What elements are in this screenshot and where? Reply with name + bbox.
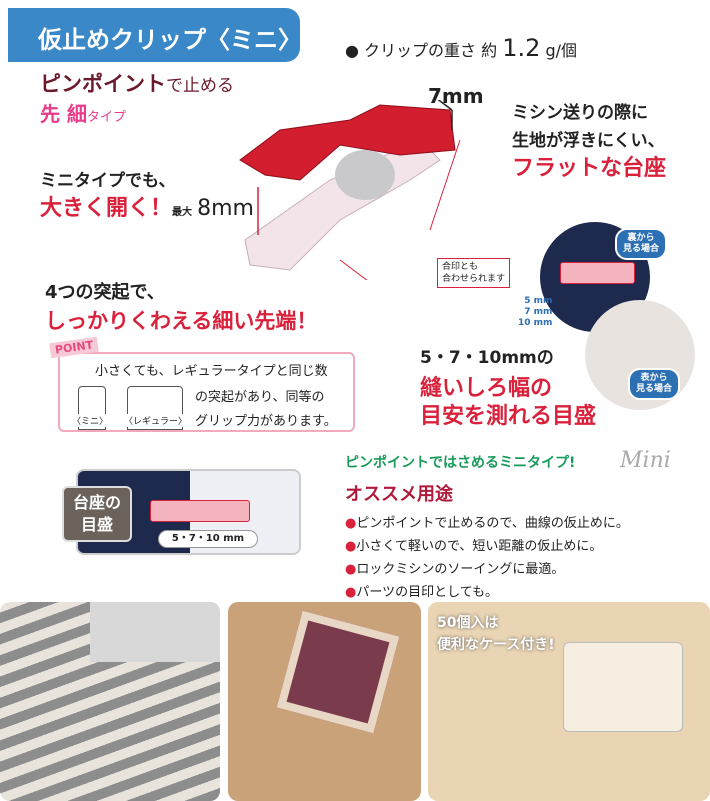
bullet-icon: ● <box>345 539 357 554</box>
clip-illustration <box>239 100 461 280</box>
scale-label-1: 台座の <box>72 493 121 512</box>
back-view-text-1: 裏から <box>627 233 655 243</box>
tip-text-1: 4つの突起で、 <box>45 282 165 303</box>
list-item-text: 小さくて軽いので、短い距離の仮止めに。 <box>356 539 603 554</box>
scale-clip <box>150 500 250 522</box>
open-emphasis: 大きく開く！ <box>40 196 173 221</box>
case-caption-1: 50個入は <box>437 615 499 631</box>
flat-text-3: フラットな台座 <box>512 156 667 181</box>
list-item: ●小さくて軽いので、短い距離の仮止めに。 <box>345 535 629 558</box>
list-item-text: ロックミシンのソーイングに最適。 <box>356 562 565 577</box>
list-item: ●パーツの目印としても。 <box>345 581 629 604</box>
point-box <box>58 352 355 432</box>
mini-label: 〈ミニ〉 <box>72 414 109 427</box>
front-view-text-2: 見る場合 <box>636 384 673 394</box>
bullet-icon: ● <box>345 562 357 577</box>
weight-value: 1.2 <box>502 34 541 62</box>
list-item: ●ロックミシンのソーイングに最適。 <box>345 558 629 581</box>
scale-label-2: 目盛 <box>80 515 113 534</box>
tagline-line2: 先 細タイプ <box>40 98 126 127</box>
front-view-text-1: 表から <box>640 373 668 383</box>
weight-prefix: ● クリップの重さ 約 <box>345 41 498 60</box>
uses-title: オススメ用途 <box>345 484 453 505</box>
mini-script: Mini <box>620 448 671 473</box>
match-callout: 合印とも合わせられます <box>437 258 511 288</box>
mm-label-10: 10 mm <box>518 318 553 328</box>
width-bracket <box>437 100 453 111</box>
front-view-badge: 表から見る場合 <box>628 368 681 400</box>
scale-text-1: 5・7・10mmの <box>420 348 554 368</box>
sewing-machine-photo <box>0 602 220 801</box>
width-label: 7mm <box>428 84 484 108</box>
regular-label: 〈レギュラー〉 <box>124 414 188 427</box>
case-caption-2: 便利なケース付き! <box>437 637 555 653</box>
weight-info: ● クリップの重さ 約 1.2 g/個 <box>345 34 577 62</box>
list-item-text: ピンポイントで止めるので、曲線の仮止めに。 <box>356 516 629 531</box>
tagline-rest: で止める <box>166 76 234 96</box>
uses-list: ●ピンポイントで止めるので、曲線の仮止めに。 ●小さくて軽いので、短い距離の仮止… <box>345 512 629 604</box>
match-text-2: 合わせられます <box>442 274 506 284</box>
bullet-icon: ● <box>345 516 357 531</box>
open-max-value: 8mm <box>197 196 254 221</box>
weight-unit: g/個 <box>545 41 578 60</box>
sewing-machine <box>90 602 220 662</box>
case-caption: 50個入は便利なケース付き! <box>437 612 555 656</box>
point-text-3: グリップ力があります。 <box>195 414 337 429</box>
quilt-photo <box>228 602 421 801</box>
open-text-1: ミニタイプでも、 <box>40 171 176 191</box>
scale-pill: 5・7・10 mm <box>158 530 258 548</box>
back-view-text-2: 見る場合 <box>623 244 660 254</box>
regular-clip-icon <box>127 386 183 430</box>
tagline-emphasis: ピンポイント <box>40 72 166 96</box>
page-title: 仮止めクリップ〈ミニ〉 <box>8 8 302 62</box>
tagline-type-suffix: タイプ <box>86 110 126 125</box>
point-text-1: 小さくても、レギュラータイプと同じ数 <box>95 364 328 379</box>
point-text-2: の突起があり、同等の <box>195 390 325 405</box>
match-text-1: 合印とも <box>442 262 479 272</box>
clip-case <box>563 642 683 732</box>
tip-text-2: しっかりくわえる細い先端！ <box>45 309 318 333</box>
clip-spring <box>335 150 395 200</box>
bullet-icon: ● <box>345 585 357 600</box>
tagline-type-emphasis: 先 細 <box>40 102 87 126</box>
list-item: ●ピンポイントで止めるので、曲線の仮止めに。 <box>345 512 629 535</box>
clip-top <box>239 104 456 181</box>
leader-line <box>429 139 461 231</box>
flat-text-2: 生地が浮きにくい、 <box>512 131 665 151</box>
mm-label-7: 7 mm <box>524 307 553 317</box>
leader-line <box>339 259 368 280</box>
scale-text-3: 目安を測れる目盛 <box>420 404 597 429</box>
mini-clip-icon <box>78 386 106 430</box>
list-item-text: パーツの目印としても。 <box>356 585 499 600</box>
flat-text-1: ミシン送りの際に <box>512 103 648 123</box>
quilt-block <box>276 610 400 734</box>
back-view-badge: 裏から見る場合 <box>615 228 668 260</box>
mm-label-5: 5 mm <box>524 296 553 306</box>
clip-case-photo <box>428 602 710 801</box>
tagline-line1: ピンポイントで止める <box>40 68 234 98</box>
inset-clip <box>560 262 635 284</box>
uses-headline: ピンポイントではさめるミニタイプ! <box>345 455 576 471</box>
open-max-label: 最大 <box>172 207 193 218</box>
scale-label: 台座の目盛 <box>62 486 132 542</box>
open-text-2: 大きく開く！最大 8mm <box>40 190 254 222</box>
scale-text-2: 縫いしろ幅の <box>420 376 553 401</box>
